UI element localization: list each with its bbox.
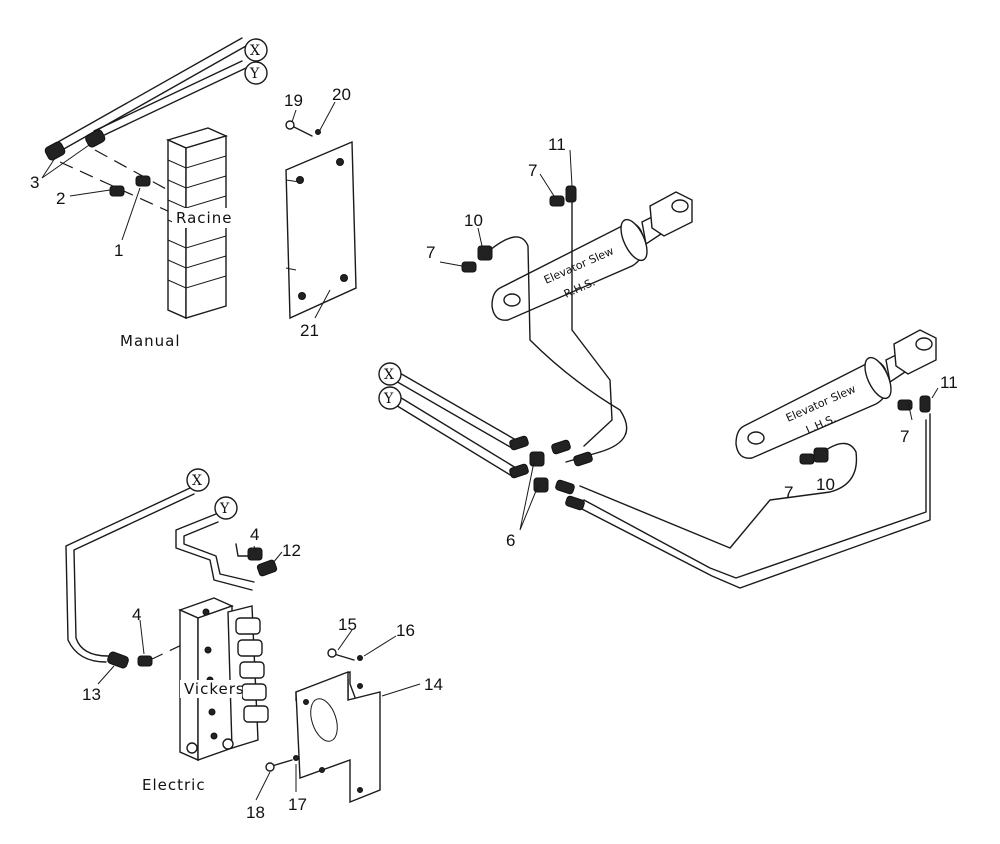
cylinder-rhs: Elevator Slew R.H.S. <box>491 191 693 321</box>
callout-7-rhs-top: 7 <box>528 161 537 180</box>
centre-line-2 <box>94 149 169 191</box>
callout-11-rhs: 11 <box>548 135 566 154</box>
washer-20 <box>315 129 321 135</box>
mounting-plate-14 <box>295 670 381 804</box>
hose-x-mid-b <box>393 379 513 449</box>
hose-lhs-b <box>579 413 931 589</box>
hose-x-mid <box>397 371 517 441</box>
callout-7-rhs-left: 7 <box>426 243 435 262</box>
screw-19 <box>291 125 313 137</box>
centre-line-1 <box>59 161 171 213</box>
elbow-11-rhs <box>565 185 577 203</box>
elbow-fitting-3a <box>44 141 66 161</box>
hose-x-electric <box>65 487 191 663</box>
hose-rhs-a <box>489 236 628 463</box>
racine-valve-block <box>165 127 240 320</box>
hose-rhs-b <box>571 199 613 447</box>
callout-18: 18 <box>246 803 265 822</box>
callout-11-lhs: 11 <box>940 373 958 392</box>
screw-15-head <box>327 648 337 658</box>
connector-y-mid: Y <box>378 386 402 410</box>
manual-valve-group: Racine Manual <box>41 37 357 350</box>
adapter-1 <box>135 175 151 187</box>
screw-18-head <box>265 762 275 772</box>
callout-10-rhs: 10 <box>464 211 483 230</box>
connector-y-top: Y <box>244 61 268 85</box>
svg-text:X: X <box>250 43 260 59</box>
hose-x-manual-b <box>57 37 243 143</box>
hose-lhs-c <box>583 419 927 579</box>
callout-4-bottom: 4 <box>132 605 141 624</box>
connector-y-bottom: Y <box>214 496 238 520</box>
svg-text:X: X <box>192 473 202 489</box>
hose-y-mid-b <box>393 403 513 477</box>
hose-y-electric-b <box>183 521 255 583</box>
hose-lhs-a <box>579 442 858 549</box>
callout-12: 12 <box>282 541 301 560</box>
hose-y-electric <box>175 513 253 591</box>
callout-20: 20 <box>332 85 351 104</box>
fitting-7-lhs-left <box>799 453 815 465</box>
washer-17 <box>293 755 299 761</box>
elbow-13 <box>107 651 129 669</box>
adapter-4-bottom <box>137 655 153 667</box>
callout-13: 13 <box>82 685 101 704</box>
callout-7-lhs-right: 7 <box>900 427 909 446</box>
svg-text:Y: Y <box>249 66 260 82</box>
stub-4-top <box>235 543 251 557</box>
connector-x-top: X <box>244 38 268 62</box>
connector-x-bottom: X <box>186 468 210 492</box>
hose-y-mid <box>397 395 517 469</box>
callout-6: 6 <box>506 531 515 550</box>
mounting-plate-21 <box>285 140 357 320</box>
callout-1: 1 <box>114 241 123 260</box>
fitting-7-rhs-top <box>549 195 565 207</box>
screw-15 <box>333 653 355 661</box>
callout-16: 16 <box>396 621 415 640</box>
tee-fittings-6 <box>509 435 593 511</box>
callout-4-top: 4 <box>250 525 259 544</box>
fitting-7-rhs-left <box>461 261 477 273</box>
electric-label: Electric <box>142 776 206 794</box>
callout-17: 17 <box>288 795 307 814</box>
washer-16 <box>357 655 363 661</box>
connector-x-mid: X <box>378 362 402 386</box>
adapter-10-rhs <box>477 245 493 261</box>
callout-3: 3 <box>30 173 39 192</box>
vickers-label: Vickers <box>184 680 245 698</box>
svg-text:Y: Y <box>219 501 230 517</box>
adapter-10-lhs <box>813 447 829 463</box>
racine-label: Racine <box>176 209 232 227</box>
callout-15: 15 <box>338 615 357 634</box>
elbow-fitting-3b <box>85 129 106 148</box>
hose-y-manual-b <box>93 60 243 132</box>
callout-21: 21 <box>300 321 319 340</box>
hose-x-electric-b <box>73 493 195 657</box>
screw-18 <box>271 759 293 767</box>
elbow-12 <box>256 559 278 577</box>
callout-2: 2 <box>56 189 65 208</box>
svg-text:Y: Y <box>383 391 394 407</box>
svg-text:X: X <box>384 367 394 383</box>
screw-19-head <box>285 120 295 130</box>
hose-y-manual <box>97 67 247 139</box>
callout-19: 19 <box>284 91 303 110</box>
adapter-2 <box>109 185 125 197</box>
elbow-11-lhs <box>919 395 931 413</box>
manual-label: Manual <box>120 332 181 350</box>
callout-14: 14 <box>424 675 443 694</box>
callout-10-lhs: 10 <box>816 475 835 494</box>
vickers-valve-bank <box>178 597 269 762</box>
callout-7-lhs-left: 7 <box>784 483 793 502</box>
